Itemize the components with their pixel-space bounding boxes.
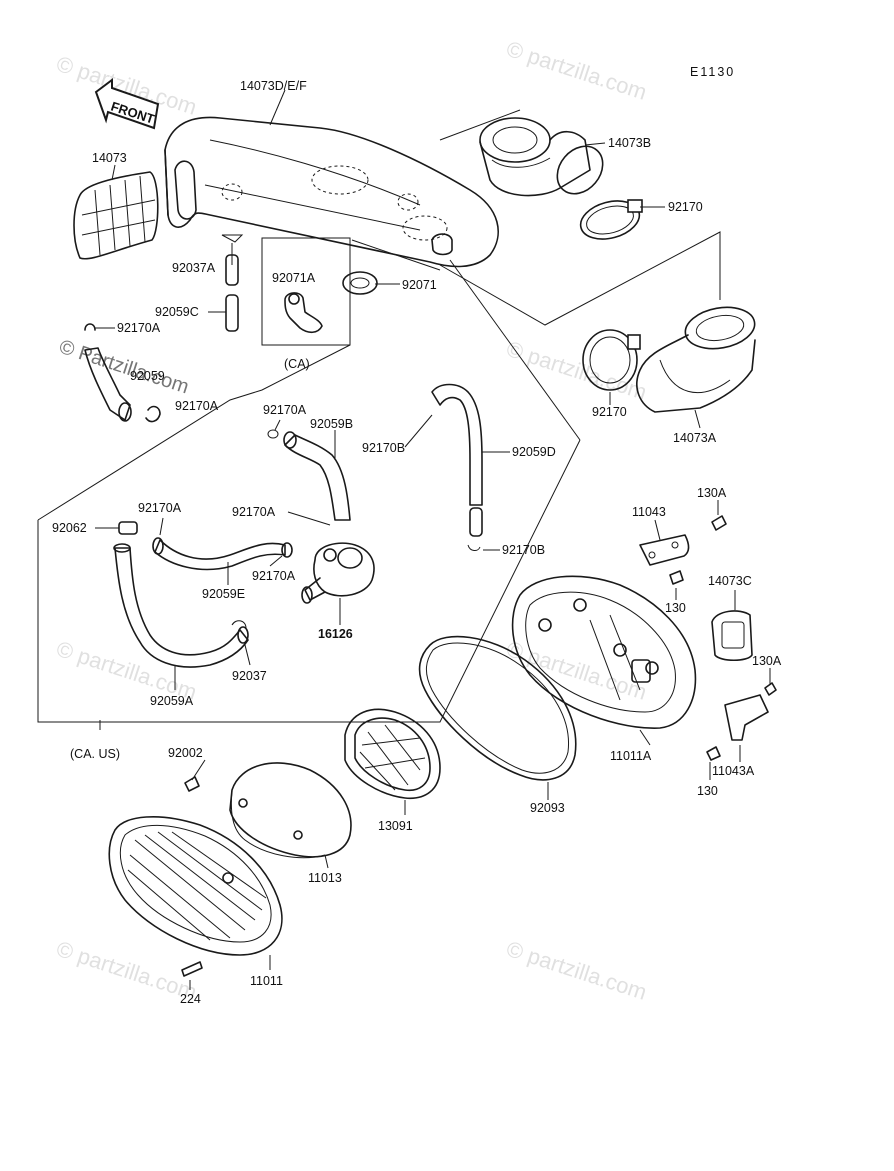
label-92170A-left2: 92170A — [175, 399, 219, 413]
label-92059E: 92059E — [202, 587, 245, 601]
label-13091: 13091 — [378, 819, 413, 833]
watermark-6: © partzilla.com — [53, 936, 199, 1005]
label-ca: (CA) — [284, 357, 310, 371]
label-92170A-c: 92170A — [232, 505, 276, 519]
case-11011A — [511, 575, 697, 729]
label-92071: 92071 — [402, 278, 437, 292]
element-13091 — [344, 708, 441, 799]
hose-92059E — [152, 537, 293, 571]
clamp-92170-mid — [582, 329, 641, 391]
label-14073: 14073 — [92, 151, 127, 165]
label-92059C: 92059C — [155, 305, 199, 319]
label-92170A-b: 92170A — [138, 501, 182, 515]
hose-92059B — [267, 429, 351, 521]
label-92170A-d: 92170A — [252, 569, 296, 583]
label-224: 224 — [180, 992, 201, 1006]
label-92062: 92062 — [52, 521, 87, 535]
cover-11011 — [108, 776, 283, 977]
element-11013 — [229, 762, 352, 859]
label-11011A: 11011A — [610, 749, 652, 763]
label-92170A-left: 92170A — [117, 321, 161, 335]
label-16126: 16126 — [318, 627, 353, 641]
label-92002: 92002 — [168, 746, 203, 760]
label-92170-mid: 92170 — [592, 405, 627, 419]
label-92170-top: 92170 — [668, 200, 703, 214]
label-ca-us: (CA. US) — [70, 747, 120, 761]
elbow-14073A — [636, 306, 756, 413]
label-130A-b: 130A — [752, 654, 782, 668]
label-92093: 92093 — [530, 801, 565, 815]
hose-92059A — [113, 521, 249, 668]
label-92170B-a: 92170B — [362, 441, 405, 455]
bracket-11043 — [639, 515, 727, 585]
label-130A-top: 130A — [697, 486, 727, 500]
label-92037: 92037 — [232, 669, 267, 683]
label-92059D: 92059D — [512, 445, 556, 459]
gasket-92093 — [418, 635, 577, 781]
left-hose-92059 — [84, 323, 161, 423]
label-92170A-a: 92170A — [263, 403, 307, 417]
bracket-11043A — [706, 682, 777, 761]
label-92170B-b: 92170B — [502, 543, 545, 557]
diagram-code: E1130 — [690, 65, 735, 79]
watermark-2: © partzilla.com — [503, 36, 649, 105]
label-92037A: 92037A — [172, 261, 216, 275]
hose-92059D — [431, 383, 483, 551]
label-92059-left: 92059 — [130, 369, 165, 383]
boot-14073 — [73, 171, 159, 260]
watermark-7: © partzilla.com — [503, 936, 649, 1005]
clamp-92170-top — [579, 199, 643, 240]
label-14073B: 14073B — [608, 136, 651, 150]
label-14073C: 14073C — [708, 574, 752, 588]
label-14073A: 14073A — [673, 431, 717, 445]
ca-box — [261, 237, 351, 346]
grommet-92071 — [342, 271, 378, 295]
intake-duct — [164, 116, 499, 268]
label-11043A: 11043A — [712, 764, 755, 778]
leader-lines — [95, 89, 771, 990]
grommet-14073C — [711, 610, 753, 662]
ca-us-boundary — [37, 109, 721, 730]
part-labels: 14073D/E/F 14073 14073B 92170 92037A 920… — [52, 79, 782, 1006]
label-11043: 11043 — [632, 505, 666, 519]
label-92071A: 92071A — [272, 271, 316, 285]
watermark-dark: © Partzilla.com — [56, 336, 191, 399]
label-14073DEF: 14073D/E/F — [240, 79, 307, 93]
label-11013: 11013 — [308, 871, 342, 885]
label-130-a: 130 — [665, 601, 686, 615]
elbow-14073B — [479, 117, 604, 197]
valve-16126 — [301, 542, 375, 604]
label-92059A: 92059A — [150, 694, 194, 708]
watermarks: © partzilla.com © partzilla.com © partzi… — [53, 36, 649, 1005]
label-11011: 11011 — [250, 974, 283, 988]
label-130-b: 130 — [697, 784, 718, 798]
label-92059B: 92059B — [310, 417, 353, 431]
